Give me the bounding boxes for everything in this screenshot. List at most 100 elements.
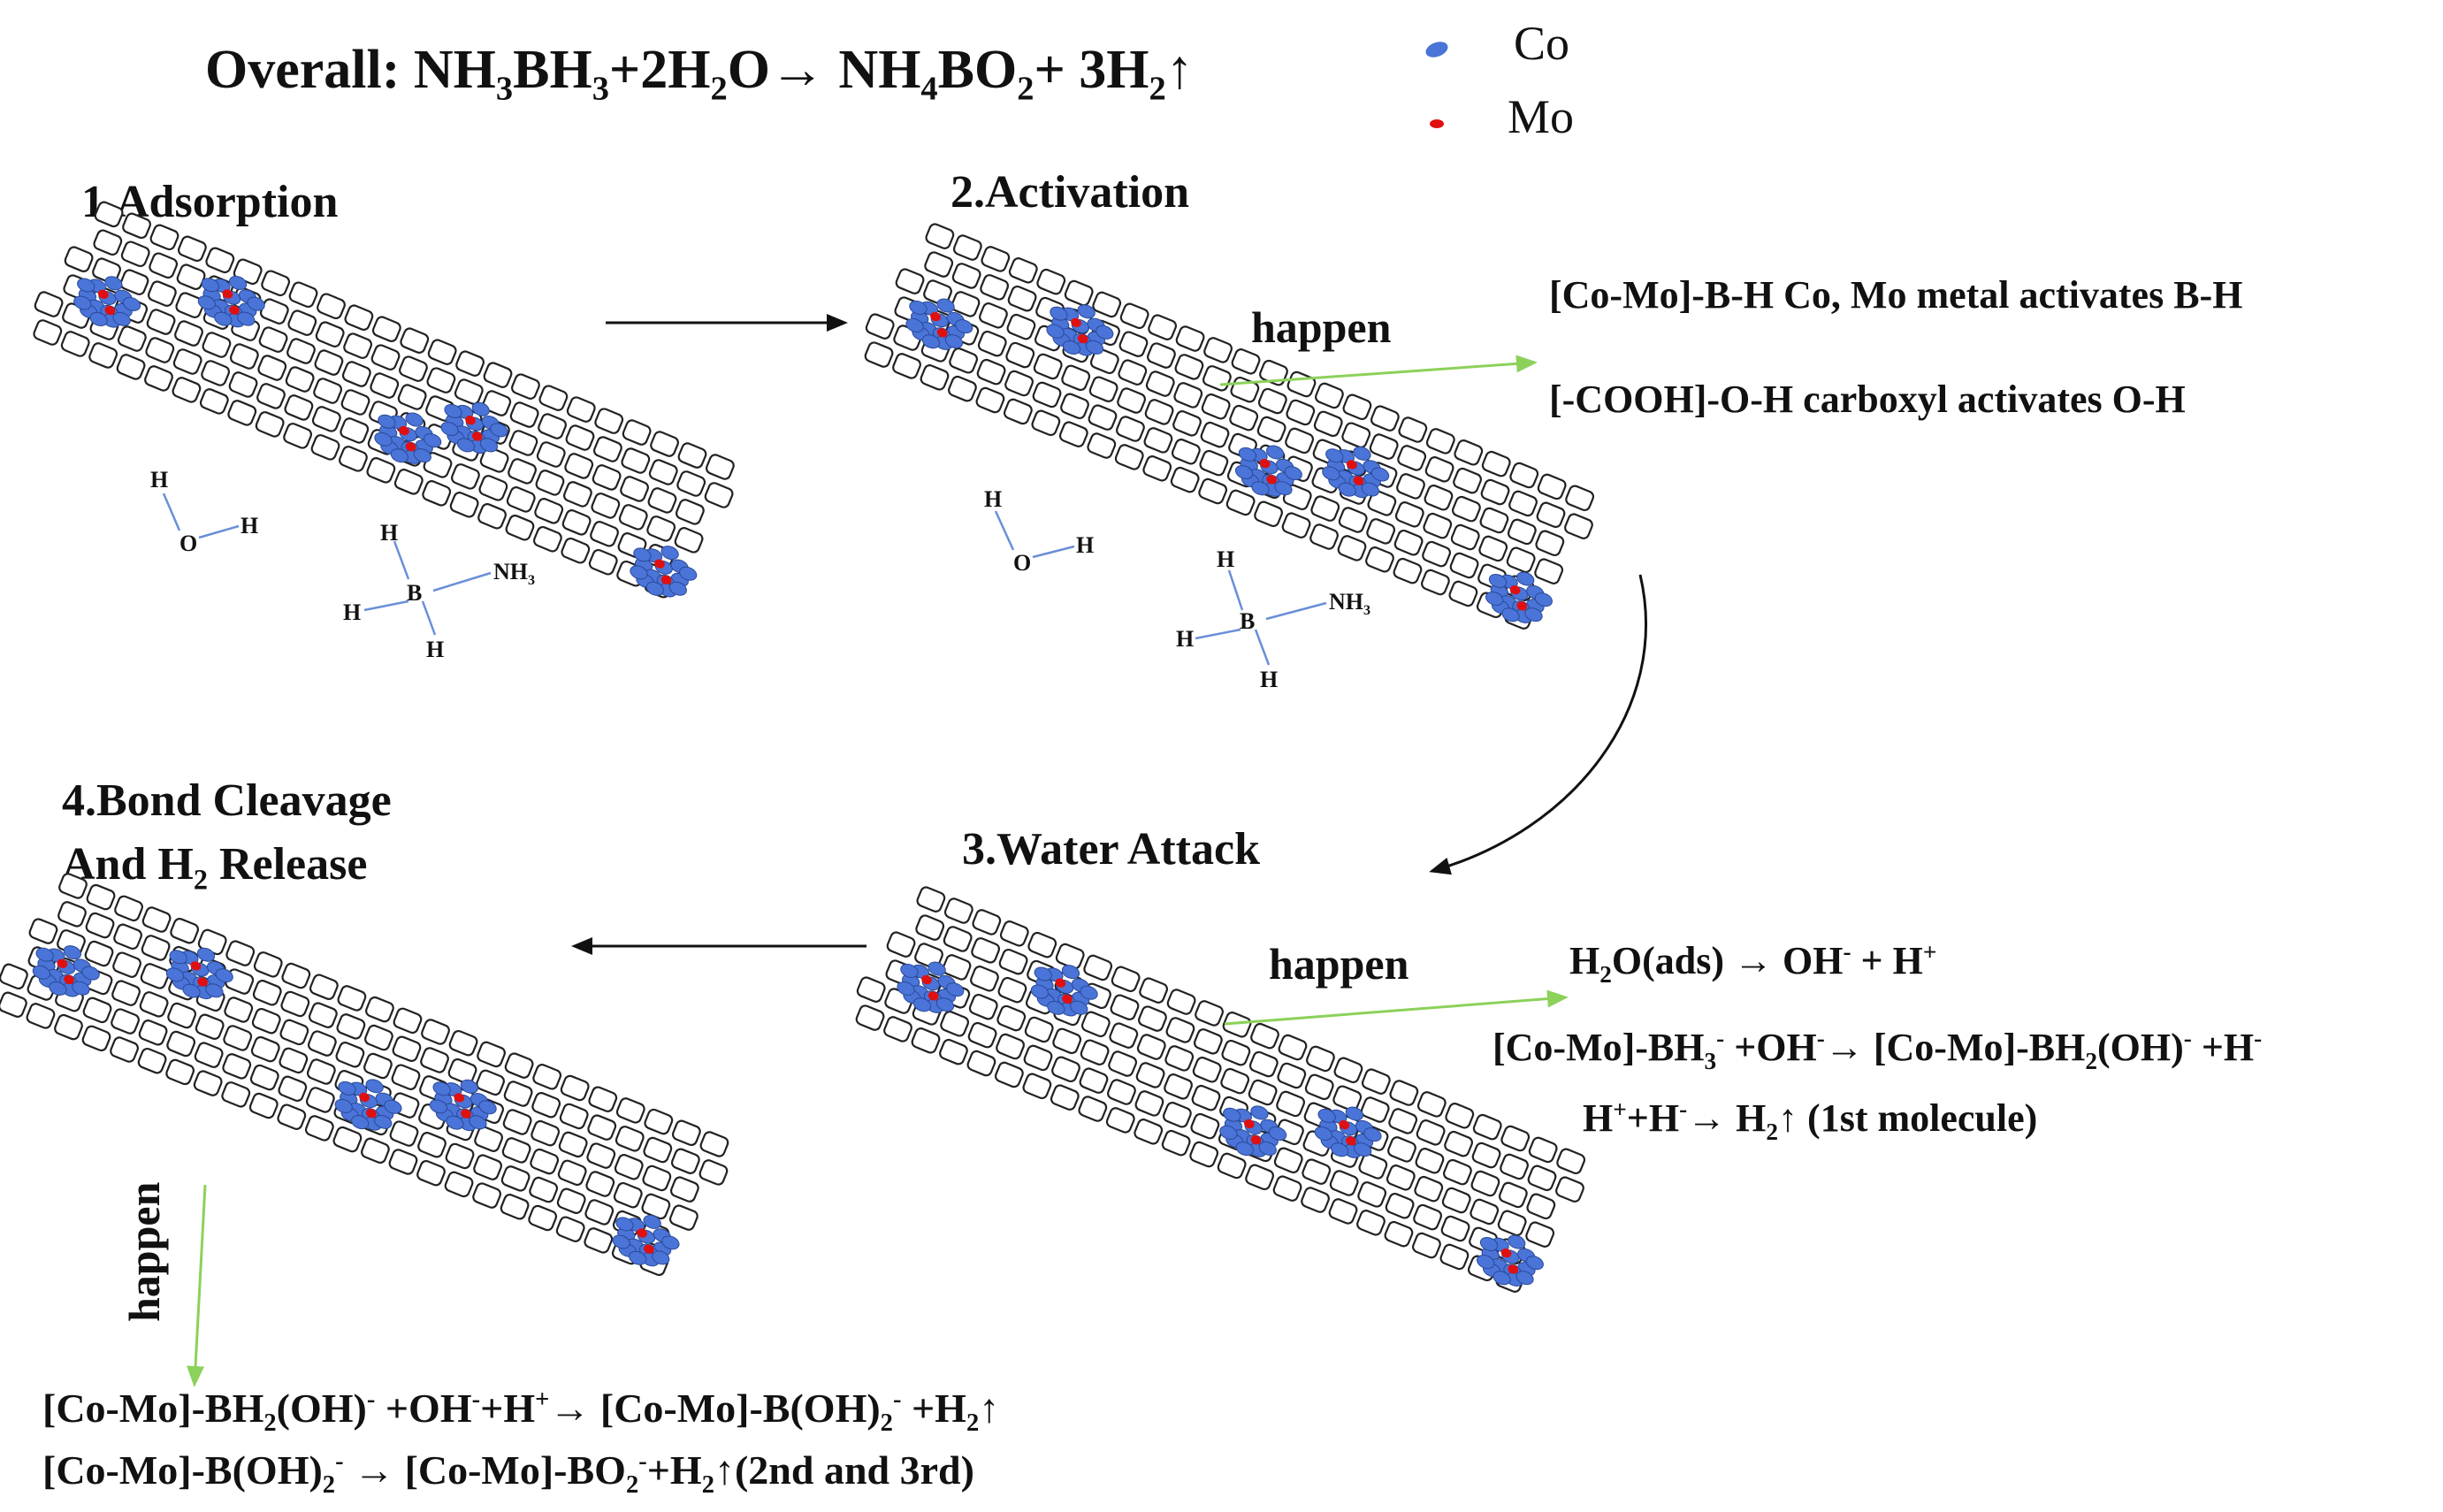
- p1-ab-h-left: H: [343, 599, 362, 625]
- bc2-3: → [Co-Mo]-BO: [343, 1447, 626, 1493]
- bc2-8: ↑(2nd and 3rd): [714, 1447, 974, 1493]
- bc2-6: +H: [646, 1447, 702, 1493]
- wa3-5: 2: [1766, 1118, 1779, 1145]
- water-attack-line-2: [Co-Mo]-BH3- +OH-→ [Co-Mo]-BH2(OH)- +H-: [1493, 1025, 2262, 1073]
- p2-ab-nh3: NH3: [1329, 589, 1370, 618]
- panel-3-water-attack-cluster-5: [1476, 1234, 1544, 1287]
- panel-3-water-attack-cluster-2: [1030, 965, 1098, 1017]
- bc2-0: [Co-Mo]-B(OH): [42, 1447, 323, 1493]
- step-3-title: 3.Water Attack: [962, 824, 1260, 874]
- wa2-8: -: [2183, 1025, 2192, 1052]
- bc1-13: ↑: [979, 1386, 1000, 1431]
- equation-p5: 2: [710, 70, 728, 108]
- bc1-0: [Co-Mo]-BH: [42, 1386, 264, 1431]
- step-2-title: 2.Activation: [950, 167, 1190, 218]
- equation-p8: BO: [937, 40, 1018, 100]
- water-attack-line-3: H++H-→ H2↑ (1st molecule): [1583, 1096, 2038, 1144]
- step-4-title-line2-sub: 2: [193, 863, 208, 896]
- p1-ab-h-bottom: H: [426, 637, 445, 662]
- panel-3-water-attack-cluster-3: [1219, 1105, 1287, 1157]
- panel-2-activation-cluster-3: [1234, 445, 1302, 497]
- panel-1-adsorption-cluster-3: [374, 412, 442, 464]
- equation-p0: NH: [413, 40, 496, 100]
- p2-water-o: O: [1013, 550, 1032, 576]
- wa1-4: + H: [1851, 939, 1923, 982]
- equation-p9: 2: [1017, 70, 1034, 108]
- bc1-5: -: [471, 1386, 481, 1414]
- panel-4-bond-cleavage: [0, 873, 729, 1277]
- p2-water-h1: H: [984, 486, 1003, 512]
- panel-3-water-attack-cluster-4: [1314, 1106, 1382, 1158]
- activation-line-2: [-COOH]-O-H carboxyl activates O-H: [1549, 378, 2186, 421]
- wa2-6: 2: [2085, 1047, 2097, 1074]
- step-1-title: 1.Adsorption: [81, 177, 339, 227]
- p2-ab-h-top: H: [1217, 546, 1235, 572]
- panel-3-water-attack-cluster-1: [897, 961, 965, 1013]
- equation-p12: ↑: [1165, 40, 1194, 100]
- wa2-0: [Co-Mo]-BH: [1493, 1026, 1705, 1069]
- wa1-3: -: [1843, 938, 1851, 966]
- bc2-2: -: [335, 1447, 344, 1476]
- happen-label-activation: happen: [1251, 302, 1392, 352]
- panel-4-bond-cleavage-cluster-3: [334, 1079, 402, 1131]
- wa2-3: +OH: [1724, 1026, 1817, 1069]
- panel-2-activation-cluster-2: [1046, 304, 1114, 356]
- wa1-1: 2: [1599, 960, 1612, 988]
- wa2-7: (OH): [2097, 1026, 2184, 1069]
- bond-cleavage-line-1: [Co-Mo]-BH2(OH)- +OH-+H+→ [Co-Mo]-B(OH)2…: [42, 1386, 1000, 1436]
- overall-label: Overall:: [205, 40, 401, 100]
- bc1-3: -: [366, 1386, 376, 1414]
- p1-water-o: O: [179, 531, 198, 556]
- equation-p6: O→ NH: [727, 40, 921, 100]
- panel-1-adsorption-cluster-2: [197, 275, 265, 328]
- equation-p4: +2H: [608, 40, 711, 100]
- p2-nh3-sub: 3: [1363, 603, 1371, 619]
- p1-water-h1: H: [150, 467, 169, 493]
- wa3-0: H: [1583, 1096, 1614, 1140]
- wa2-1: 3: [1704, 1047, 1717, 1074]
- equation-p7: 4: [920, 70, 938, 108]
- wa2-9: +H: [2191, 1026, 2255, 1069]
- p2-ab-b: B: [1240, 608, 1256, 634]
- bond-cleavage-line-2: [Co-Mo]-B(OH)2- → [Co-Mo]-BO2-+H2↑(2nd a…: [42, 1447, 974, 1498]
- panel-4-bond-cleavage-cluster-2: [165, 947, 233, 1000]
- wa3-4: → H: [1687, 1096, 1767, 1140]
- panel-1-adsorption-cluster-5: [630, 546, 698, 598]
- happen-label-bond-cleavage: happen: [119, 1181, 169, 1322]
- p1-ab-nh3: NH3: [493, 561, 535, 588]
- panel-1-adsorption-cluster-1: [73, 276, 141, 328]
- p1-ab-b: B: [407, 580, 423, 606]
- panel-1-adsorption: [33, 201, 735, 599]
- happen-label-water-attack: happen: [1269, 939, 1409, 989]
- bc2-7: 2: [701, 1471, 714, 1500]
- bc1-4: +OH: [375, 1386, 472, 1431]
- panel-4-bond-cleavage-cluster-4: [429, 1079, 497, 1132]
- wa1-5: +: [1922, 938, 1937, 966]
- bc2-1: 2: [322, 1471, 336, 1500]
- bc1-8: → [Co-Mo]-B(OH): [549, 1386, 881, 1431]
- panel-4-bond-cleavage-cluster-5: [612, 1214, 680, 1267]
- bc1-10: -: [892, 1386, 902, 1414]
- panel-4-bond-cleavage-cluster-1: [32, 945, 100, 997]
- panel-1-adsorption-cluster-4: [440, 401, 508, 454]
- panel-2-activation-cluster-1: [905, 298, 973, 350]
- bc2-4: 2: [625, 1471, 639, 1500]
- equation-p11: 2: [1149, 70, 1166, 108]
- p2-nh3-n: NH: [1329, 589, 1363, 615]
- equation-p3: 3: [592, 70, 609, 108]
- wa2-5: → [Co-Mo]-BH: [1824, 1026, 2086, 1069]
- step-4-title-line1: 4.Bond Cleavage: [62, 775, 392, 826]
- bc1-11: +H: [901, 1386, 966, 1431]
- step-4-title-line2-b: Release: [207, 839, 368, 890]
- panel-2-activation: [864, 223, 1595, 630]
- panel-3-water-attack: [855, 886, 1586, 1293]
- p2-water-h2: H: [1076, 532, 1095, 558]
- bc1-7: +: [535, 1386, 550, 1414]
- wa2-4: -: [1816, 1025, 1825, 1052]
- wa3-1: +: [1613, 1096, 1627, 1123]
- wa3-6: ↑ (1st molecule): [1778, 1096, 2038, 1140]
- legend-mo-label: Mo: [1508, 90, 1575, 143]
- bc1-6: +H: [480, 1386, 536, 1431]
- water-attack-line-1: H2O(ads) → OH- + H+: [1569, 939, 1936, 987]
